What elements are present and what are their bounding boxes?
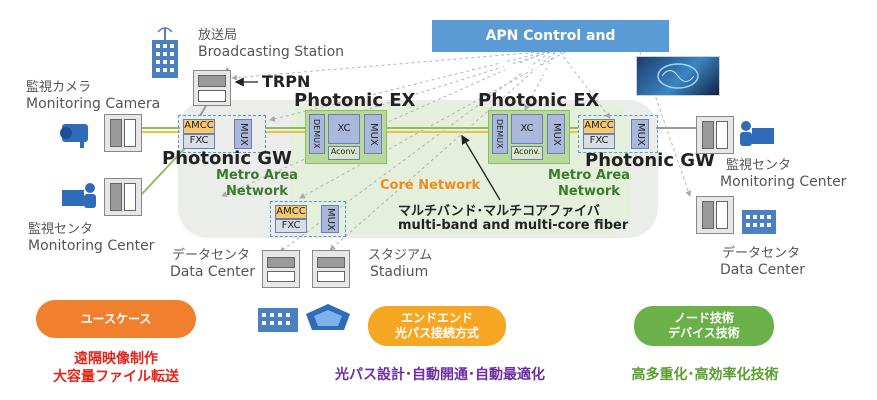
broadcast-trpn-device (193, 70, 231, 106)
camera-label-jp: 監視カメラ (26, 80, 92, 95)
node-text: 高多重化･高効率化技術 (631, 367, 779, 383)
e2e-text: 光パス設計･自動開通･自動最適化 (335, 367, 545, 383)
operator-icon-left (60, 180, 100, 212)
photonic-gw-right: AMCC FXC MUX (578, 115, 658, 153)
broadcast-label-jp: 放送局 (198, 28, 238, 43)
usecase-pill: ユースケース (36, 300, 196, 338)
right-center-device (696, 116, 734, 154)
dc-left-label-jp: データセンタ (172, 248, 251, 263)
fxc-block: FXC (275, 219, 307, 233)
mux-block: MUX (234, 119, 252, 149)
aconv-block: Aconv. (328, 146, 360, 160)
camera-device (104, 114, 142, 152)
photonic-gw-left: AMCC FXC MUX (178, 115, 266, 153)
mux-block: MUX (547, 114, 565, 154)
dc-left-device (262, 250, 300, 288)
right-center-label-en: Monitoring Center (720, 174, 847, 190)
camera-icon (58, 118, 98, 148)
mux-block: MUX (364, 114, 382, 154)
photonic-gw-left-label: Photonic GW (162, 148, 292, 169)
fxc-block: FXC (583, 134, 615, 149)
left-center-label-en: Monitoring Center (28, 238, 155, 254)
fiber-label-jp: マルチバンド･マルチコアファイバ (398, 204, 600, 219)
photonic-gw-metro: AMCC FXC MUX (270, 201, 346, 237)
aconv-block: Aconv. (511, 146, 543, 160)
core-network-label: Core Network (380, 178, 481, 193)
xc-block: XC (328, 114, 360, 144)
stadium-icon (304, 300, 352, 334)
mux-block: MUX (321, 205, 339, 233)
camera-label-en: Monitoring Camera (26, 96, 161, 112)
mux-block: MUX (631, 119, 649, 149)
node-pill: ノード技術 デバイス技術 (634, 306, 774, 346)
demux-block: DEMUX (309, 114, 325, 154)
amcc-block: AMCC (583, 119, 615, 134)
photonic-gw-right-label: Photonic GW (585, 150, 715, 171)
left-center-device (104, 178, 142, 216)
e2e-pill: エンドエンド 光パス接続方式 (368, 306, 506, 346)
operator-icon-right (736, 118, 776, 150)
broadcast-label-en: Broadcasting Station (198, 44, 345, 60)
demux-block: DEMUX (492, 114, 508, 154)
stadium-label-jp: スタジアム (368, 248, 433, 263)
amcc-block: AMCC (275, 205, 307, 219)
fxc-block: FXC (183, 134, 215, 149)
dc-left-building-icon (258, 306, 298, 332)
dc-right-device (696, 196, 734, 234)
right-center-label-jp: 監視センタ (726, 158, 792, 173)
metro-network-right-label: Metro Area Network (548, 168, 630, 199)
usecase-line2: 大容量ファイル転送 (53, 369, 179, 385)
usecase-line1: 遠隔映像制作 (74, 351, 158, 367)
ai-brain-image (636, 56, 720, 96)
trpn-label: TRPN (262, 72, 311, 91)
left-center-label-jp: 監視センタ (28, 222, 94, 237)
dc-left-label-en: Data Center (170, 264, 255, 280)
photonic-ex-left-label: Photonic EX (294, 90, 416, 111)
xc-block: XC (511, 114, 543, 144)
dc-right-label-jp: データセンタ (722, 246, 801, 261)
photonic-ex-right: DEMUX XC MUX Aconv. (488, 110, 570, 164)
broadcasting-building-icon (148, 26, 182, 78)
metro-network-left-label: Metro Area Network (216, 168, 298, 199)
amcc-block: AMCC (183, 119, 215, 134)
dc-right-building-icon (742, 208, 776, 234)
photonic-ex-left: DEMUX XC MUX Aconv. (305, 110, 387, 164)
stadium-device (312, 250, 350, 288)
photonic-ex-right-label: Photonic EX (478, 90, 600, 111)
apn-control-label: APN Control and Management (432, 20, 669, 76)
stadium-label-en: Stadium (370, 264, 429, 280)
dc-right-label-en: Data Center (720, 262, 805, 278)
fiber-label-en: multi-band and multi-core fiber (398, 218, 629, 233)
